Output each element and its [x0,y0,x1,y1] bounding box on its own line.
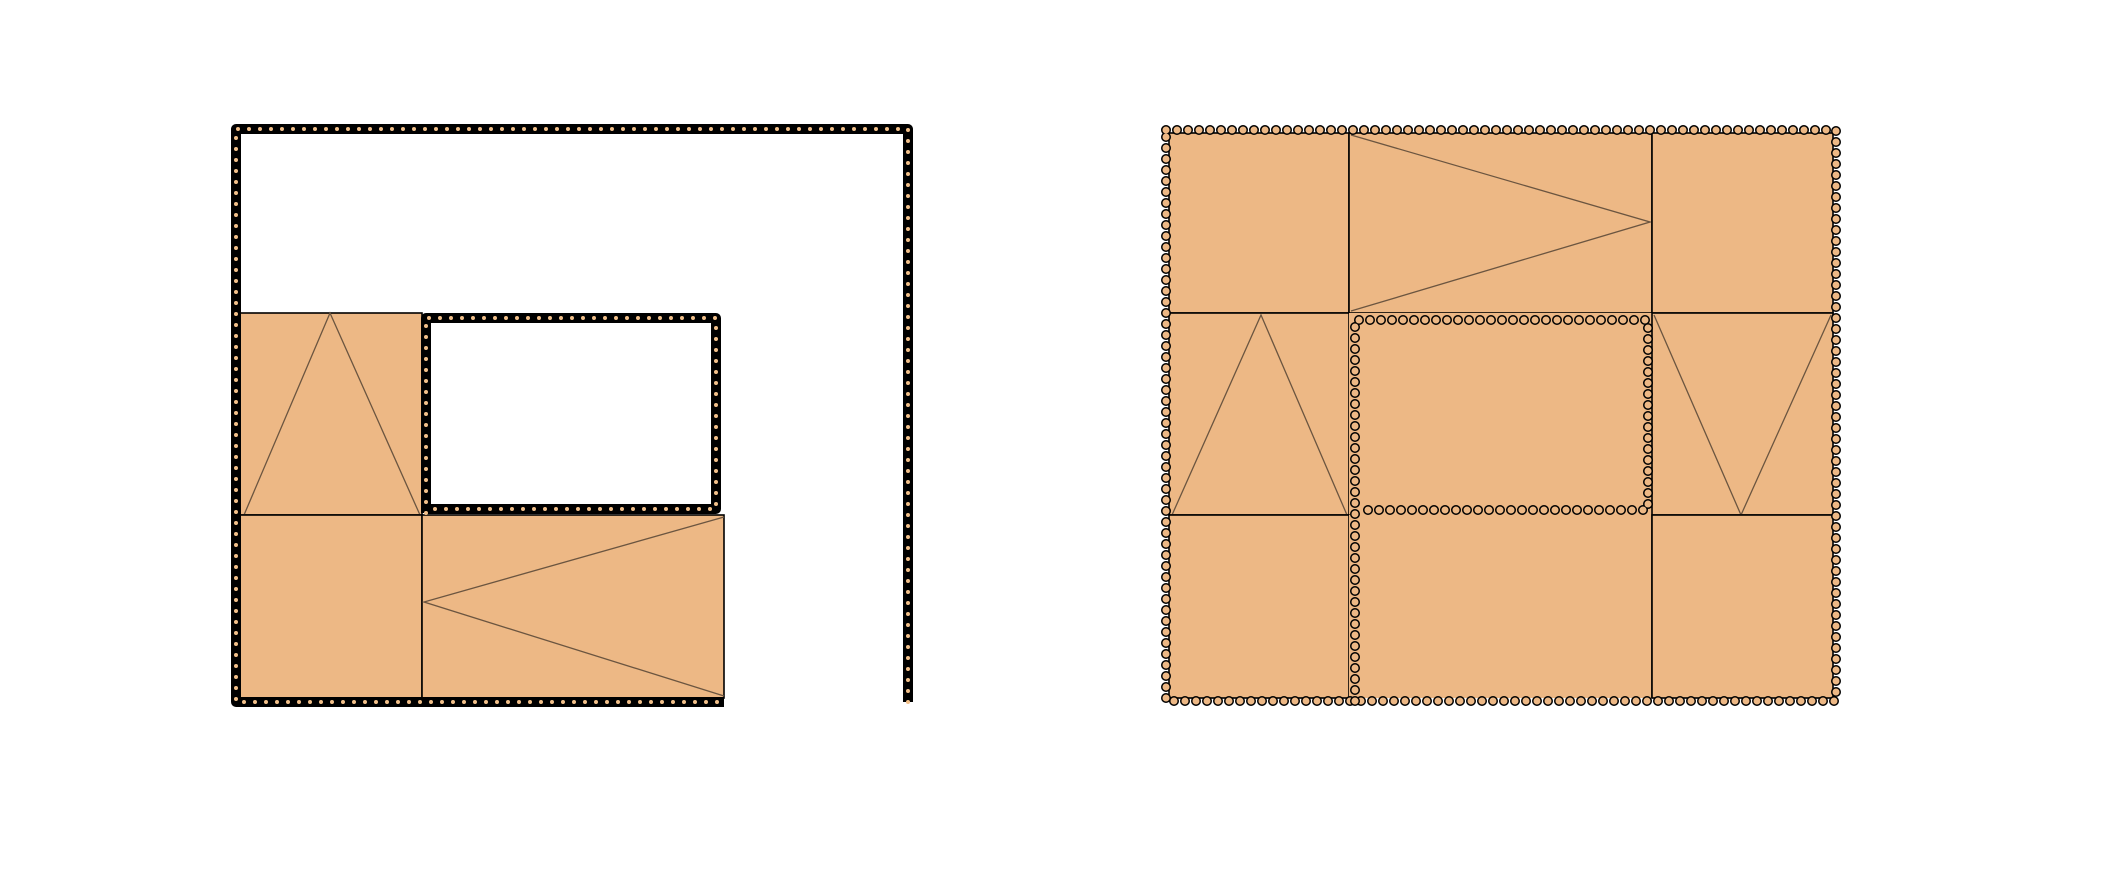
tile-mid-right [1651,312,1834,516]
right-panel [1161,125,1841,706]
left-panel [231,124,913,707]
inner-chain-border [421,313,721,514]
triangle-up-mark [1171,313,1348,516]
tile-top-center [1348,132,1653,314]
tile-triangle-left [421,514,725,699]
tile-bottom-right [1651,514,1834,699]
triangle-right-mark [1350,134,1653,312]
tile-bottom-center [1349,515,1652,698]
tile-bottom-left [1168,514,1350,699]
outer-chain-beads [234,127,910,704]
inner-chain-beads [1351,316,1652,705]
inner-chain-beads [424,316,718,515]
tile-mid-left [1168,312,1350,516]
tile-plain [239,514,423,699]
triangle-left-mark [421,516,725,697]
tile-triangle-up [239,312,423,516]
outer-chain-beads [1162,126,1840,705]
triangle-up-mark [243,311,421,516]
tile-top-right [1651,132,1834,314]
tile-top-left [1168,132,1350,314]
